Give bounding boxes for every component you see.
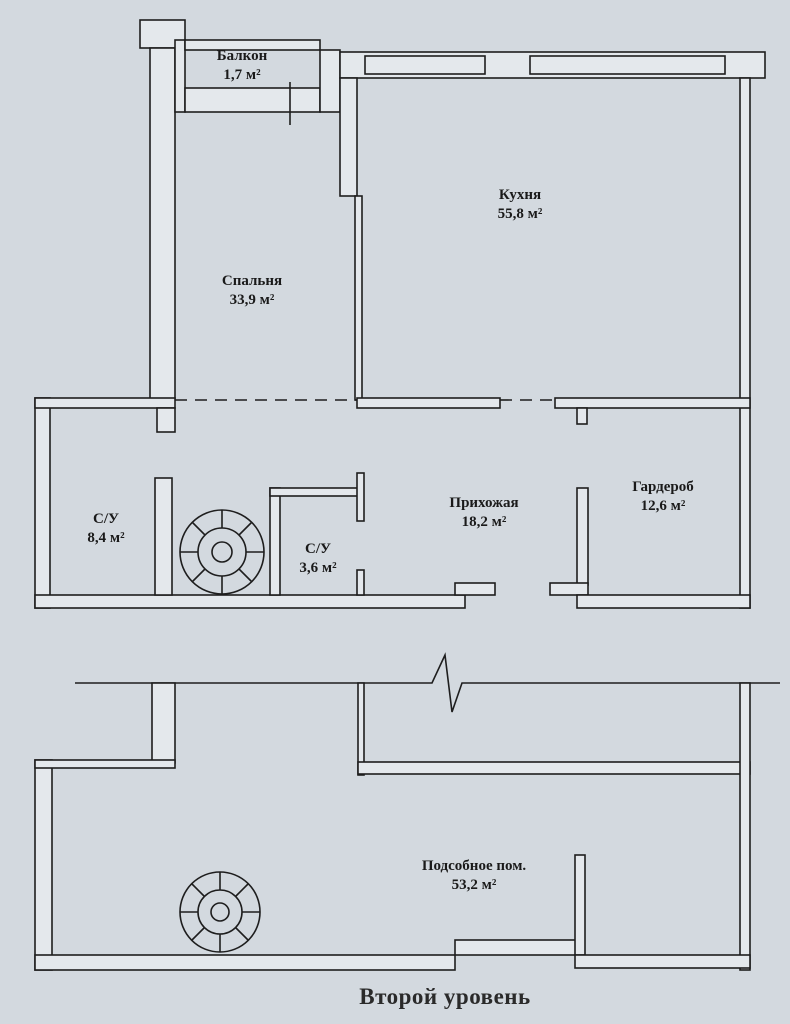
break-line [75,652,780,713]
room-area: 3,6 м² [299,560,337,576]
room-area: 8,4 м² [87,530,125,546]
room-label-utility: Подсобное пом. 53,2 м² [422,857,526,895]
plan-title: Второй уровень [359,984,531,1009]
room-label-wardrobe: Гардероб 12,6 м² [632,478,693,516]
room-label-hallway: Прихожая 18,2 м² [449,494,518,532]
room-area: 33,9 м² [229,292,275,308]
room-name: С/У [92,511,119,527]
room-label-bedroom: Спальня 33,9 м² [222,272,282,310]
walls-lower [34,682,751,971]
room-label-kitchen: Кухня 55,8 м² [498,186,543,224]
room-name: Подсобное пом. [421,858,527,874]
room-label-balcony: Балкон 1,7 м² [217,47,268,85]
room-area: 55,8 м² [497,206,543,222]
room-label-bathroom-2: С/У 3,6 м² [299,540,336,578]
room-name: Балкон [216,48,268,64]
spiral-stair-icon [179,509,265,595]
room-area: 12,6 м² [640,498,686,514]
room-area: 1,7 м² [223,67,261,83]
room-area: 53,2 м² [451,877,497,893]
room-name: Гардероб [632,479,694,495]
room-name: Спальня [221,273,283,289]
spiral-stair-icon [179,871,261,953]
room-name: Кухня [498,187,542,203]
room-name: Прихожая [449,495,519,511]
walls-upper [34,19,766,609]
room-label-bathroom-1: С/У 8,4 м² [87,510,124,548]
room-name: С/У [304,541,331,557]
room-area: 18,2 м² [461,514,507,530]
